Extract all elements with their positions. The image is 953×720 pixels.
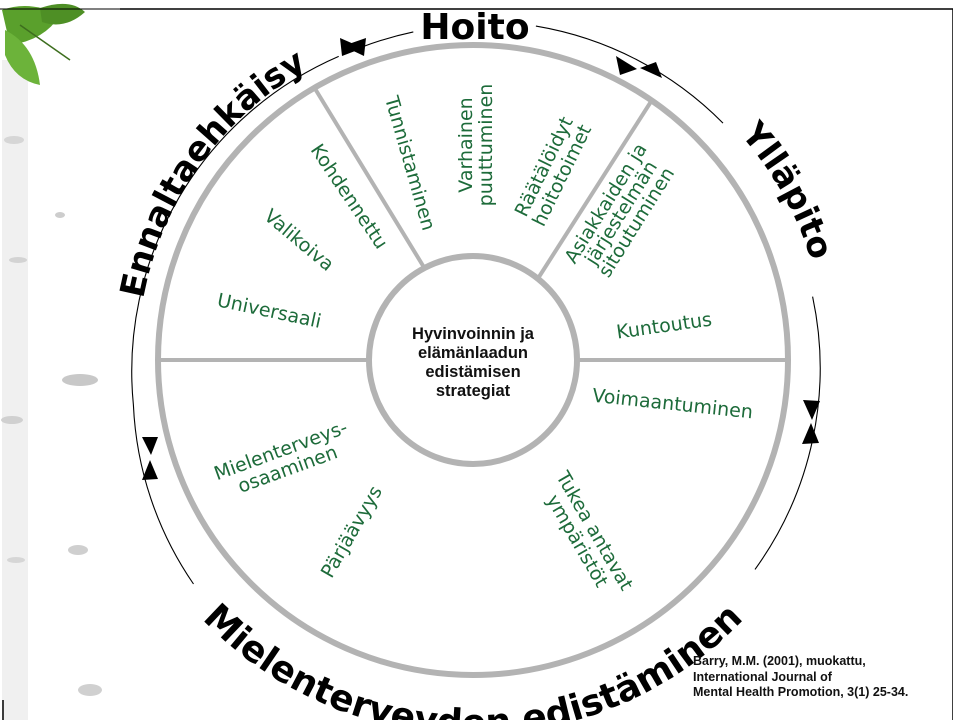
center-circle	[366, 253, 580, 467]
strategy-wheel	[155, 42, 791, 678]
label-hoito: Hoito	[420, 7, 529, 48]
svg-text:puuttuminen: puuttuminen	[475, 84, 497, 207]
center-title-line-2: elämänlaadun	[418, 344, 528, 362]
label-yllapito: Ylläpito	[733, 114, 841, 264]
divider-top-left	[312, 85, 427, 271]
center-title-line-4: strategiat	[436, 382, 511, 400]
slide-frame	[120, 8, 953, 720]
birch-tree-decoration	[0, 0, 120, 720]
divider-top-right	[535, 98, 654, 282]
arrow-heads	[142, 38, 820, 480]
center-title: Hyvinvoinnin ja elämänlaadun edistämisen…	[412, 325, 535, 400]
label-mielenterveyden-edistaminen: Mielenterveyden edistäminen	[196, 596, 751, 720]
citation-text: Barry, M.M. (2001), muokattu, Internatio…	[693, 654, 909, 699]
center-title-line-3: edistämisen	[425, 363, 520, 381]
label-ennaltaehkaisy: Ennaltaehkäisy	[113, 42, 312, 301]
label-mielenterveysosaaminen: Mielenterveys- osaaminen	[211, 416, 350, 497]
label-raataloidyt-hoitotoimet: Räätälöidyt hoitotoimet	[511, 113, 597, 229]
svg-text:Varhainen: Varhainen	[455, 97, 477, 192]
label-universaali: Universaali	[215, 289, 323, 332]
label-tukea-antavat: Tukea antavat ympäristöt	[542, 467, 638, 595]
label-parjaavyys: Pärjäävyys	[317, 482, 387, 582]
label-kuntoutus: Kuntoutus	[615, 308, 713, 343]
label-varhainen-puuttuminen: Varhainen puuttuminen	[455, 84, 497, 207]
label-voimaantuminen: Voimaantuminen	[591, 385, 754, 424]
label-valikoiva: Valikoiva	[260, 205, 338, 276]
center-title-line-1: Hyvinvoinnin ja	[412, 325, 535, 343]
